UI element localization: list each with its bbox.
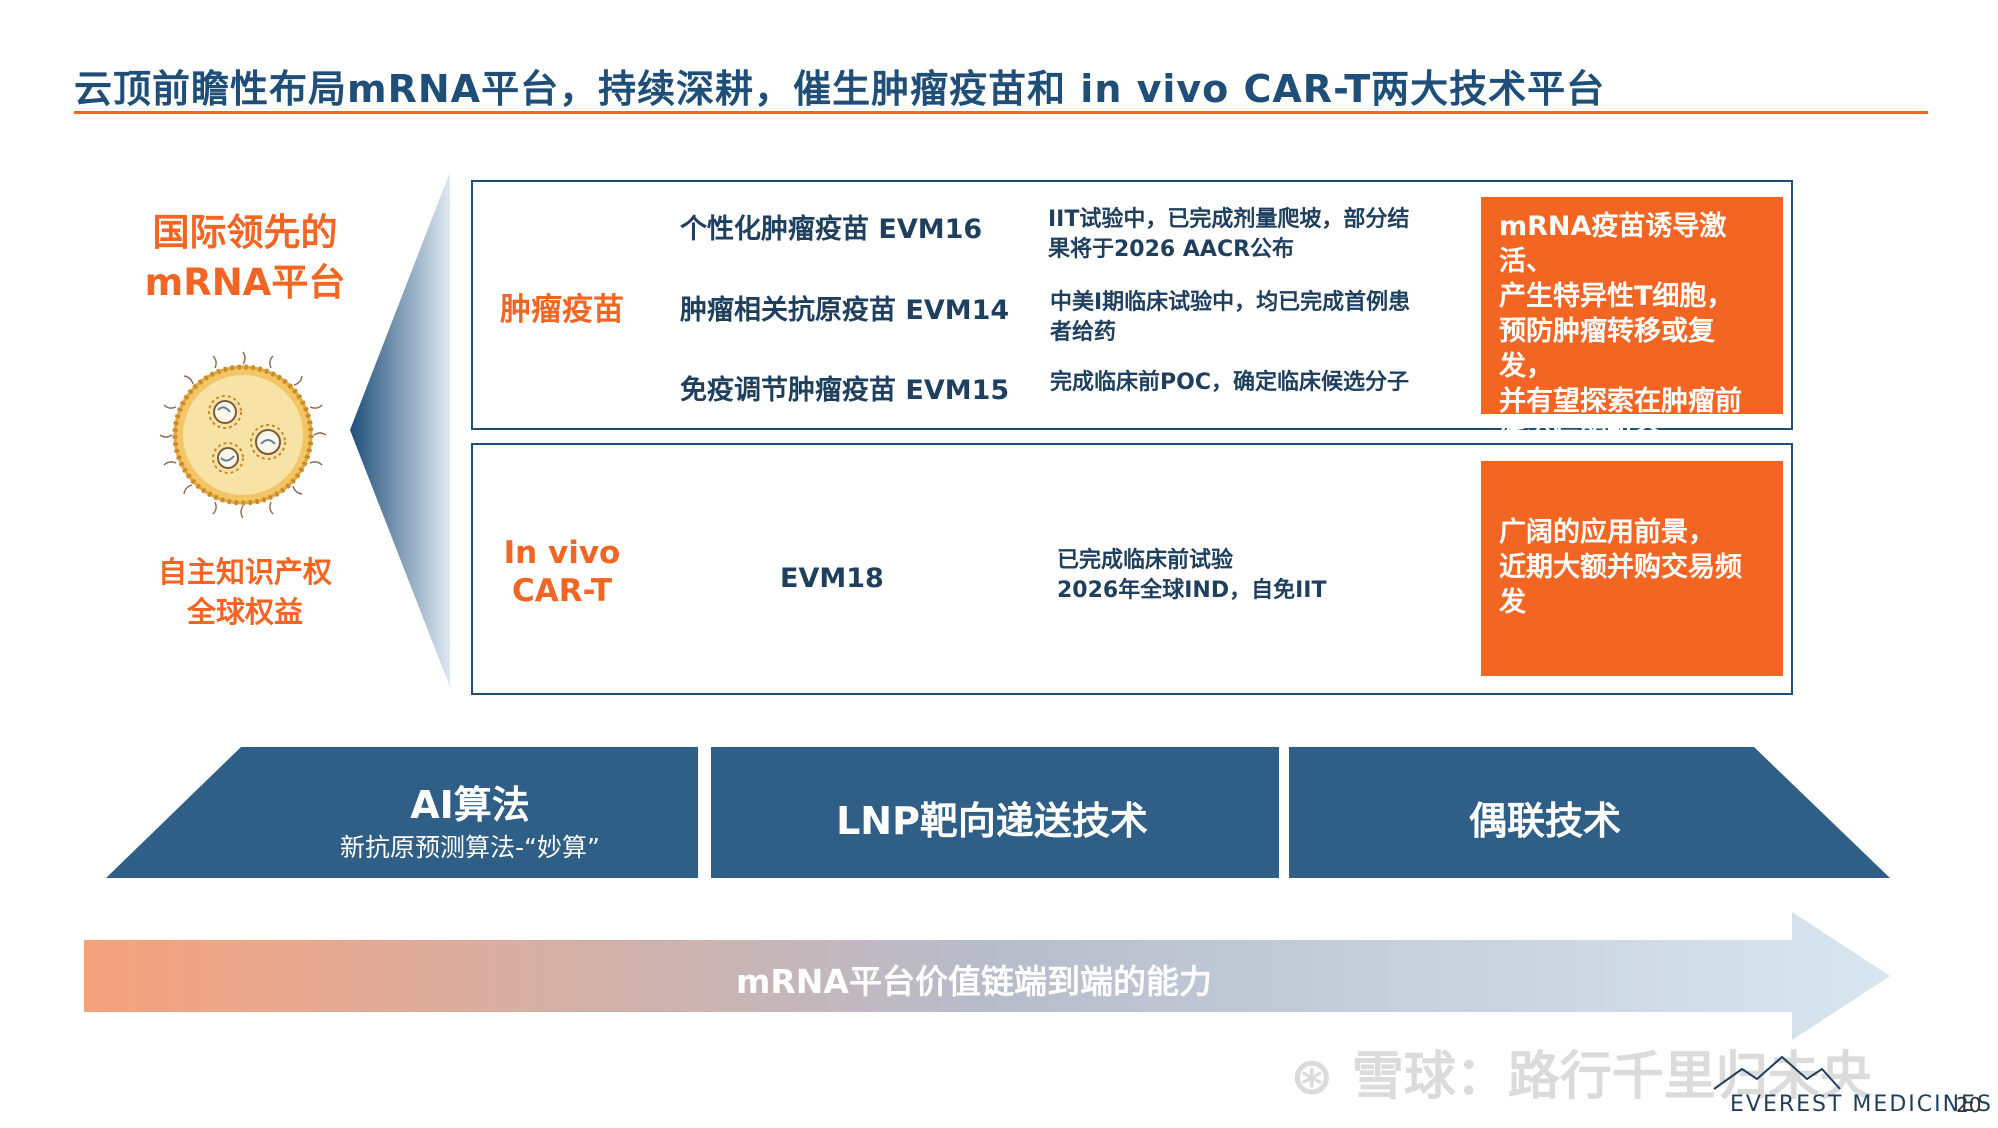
watermark-text: 雪球：路行千里归未央 xyxy=(1351,1047,1872,1107)
title-divider xyxy=(74,111,1928,114)
status-evm18-line1: 已完成临床前试验 xyxy=(1057,548,1234,573)
ai-algorithm-sub: 新抗原预测算法-“妙算” xyxy=(340,833,600,862)
page-title: 云顶前瞻性布局mRNA平台，持续深耕，催生肿瘤疫苗和 in vivo CAR-T… xyxy=(74,67,1606,111)
status-evm18-line2: 2026年全球IND，自免IIT xyxy=(1057,578,1327,603)
lnp-segment xyxy=(711,747,1279,878)
car-t-highlight-line: 广阔的应用前景， xyxy=(1499,517,1715,548)
tumor-highlight-line: mRNA疫苗诱导激活、 xyxy=(1499,211,1727,277)
ip-rights-line2: 全球权益 xyxy=(186,595,303,629)
page-number: 20 xyxy=(1956,1093,1982,1117)
lnp-delivery-label: LNP靶向递送技术 xyxy=(836,799,1148,843)
tumor-highlight-line: 产生特异性T细胞， xyxy=(1499,281,1734,312)
tumor-highlight-line: 并有望探索在肿瘤前 xyxy=(1499,386,1742,417)
car-t-category-line2: CAR-T xyxy=(511,573,613,609)
watermark: ⊛ 雪球：路行千里归未央 xyxy=(1290,1034,1872,1109)
status-evm16-line1: IIT试验中，已完成剂量爬坡，部分结 xyxy=(1048,207,1410,232)
conjugation-segment xyxy=(1289,747,1890,878)
company-logo: EVEREST MEDICINES xyxy=(1730,1092,1993,1117)
status-evm14: 中美I期临床试验中，均已完成首例患 者给药 xyxy=(1050,288,1410,348)
status-evm16: IIT试验中，已完成剂量爬坡，部分结 果将于2026 AACR公布 xyxy=(1048,205,1409,265)
platform-heading-line2: mRNA平台 xyxy=(144,261,346,304)
product-evm18: EVM18 xyxy=(780,563,884,594)
conjugation-label: 偶联技术 xyxy=(1468,799,1621,843)
ip-rights-line1: 自主知识产权 xyxy=(157,555,332,589)
car-t-category: In vivo CAR-T xyxy=(482,534,642,610)
tumor-highlight-line: 预防肿瘤转移或复发， xyxy=(1499,316,1715,382)
platform-heading: 国际领先的 mRNA平台 xyxy=(100,208,390,308)
status-evm15: 完成临床前POC，确定临床候选分子 xyxy=(1050,368,1409,398)
mountain-logo-icon xyxy=(1713,1055,1841,1090)
ai-segment xyxy=(106,747,698,878)
car-t-category-line1: In vivo xyxy=(503,535,621,571)
status-evm18: 已完成临床前试验 2026年全球IND，自免IIT xyxy=(1057,546,1326,606)
product-evm15: 免疫调节肿瘤疫苗 EVM15 xyxy=(680,375,1010,406)
status-evm14-line2: 者给药 xyxy=(1050,320,1117,345)
car-t-highlight-line: 近期大额并购交易频 xyxy=(1499,552,1742,583)
tech-platform-bar xyxy=(106,747,1890,878)
car-t-highlight-line: 发 xyxy=(1499,587,1526,618)
tumor-vaccine-highlight: mRNA疫苗诱导激活、 产生特异性T细胞， 预防肿瘤转移或复发， 并有望探索在肿… xyxy=(1481,197,1783,452)
status-evm14-line1: 中美I期临床试验中，均已完成首例患 xyxy=(1050,290,1411,315)
car-t-highlight: 广阔的应用前景， 近期大额并购交易频 发 xyxy=(1481,461,1783,676)
lnp-nanoparticle-icon xyxy=(159,351,327,519)
status-evm15-line1: 完成临床前POC，确定临床候选分子 xyxy=(1050,370,1409,395)
platform-heading-line1: 国际领先的 xyxy=(152,211,338,254)
value-chain-label: mRNA平台价值链端到端的能力 xyxy=(736,962,1212,1001)
connector-bracket xyxy=(350,172,450,687)
product-evm16: 个性化肿瘤疫苗 EVM16 xyxy=(680,214,983,245)
tumor-vaccine-category: 肿瘤疫苗 xyxy=(500,292,624,328)
ip-rights: 自主知识产权 全球权益 xyxy=(110,552,380,632)
ai-algorithm-label: AI算法 xyxy=(410,783,530,827)
watermark-icon: ⊛ xyxy=(1290,1047,1352,1107)
value-chain-arrow xyxy=(84,912,1890,1040)
status-evm16-line2: 果将于2026 AACR公布 xyxy=(1048,237,1295,262)
product-evm14: 肿瘤相关抗原疫苗 EVM14 xyxy=(680,295,1010,326)
